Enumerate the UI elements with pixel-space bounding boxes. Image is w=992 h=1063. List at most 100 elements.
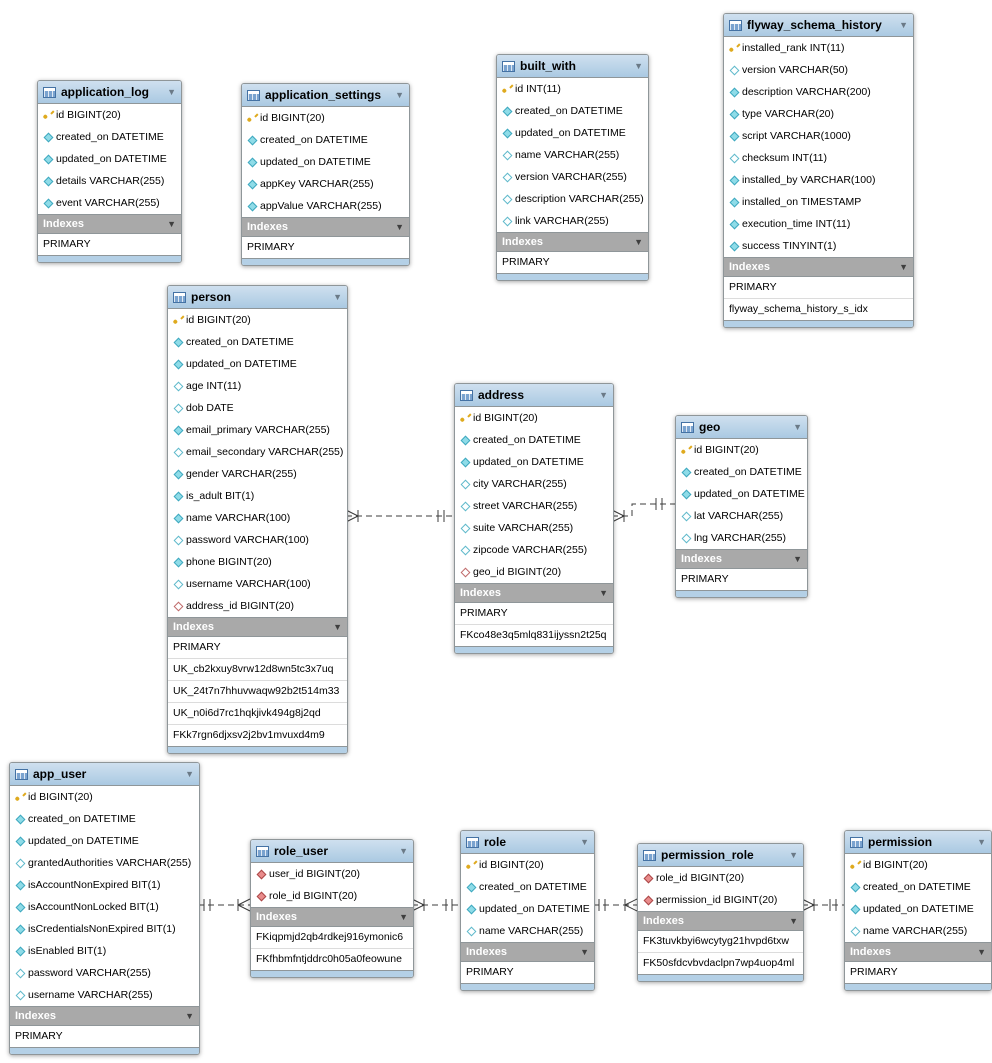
table-application-log[interactable]: application_log▼id BIGINT(20)created_on …: [37, 80, 182, 263]
column-row[interactable]: lat VARCHAR(255): [676, 505, 807, 527]
collapse-caret-icon[interactable]: ▼: [977, 947, 986, 957]
table-header[interactable]: flyway_schema_history▼: [724, 14, 913, 37]
column-row[interactable]: permission_id BIGINT(20): [638, 889, 803, 911]
column-row[interactable]: updated_on DATETIME: [845, 898, 991, 920]
column-row[interactable]: suite VARCHAR(255): [455, 517, 613, 539]
indexes-section-header[interactable]: Indexes▼: [638, 911, 803, 931]
column-row[interactable]: dob DATE: [168, 397, 347, 419]
column-row[interactable]: id BIGINT(20): [168, 309, 347, 331]
table-role-user[interactable]: role_user▼user_id BIGINT(20)role_id BIGI…: [250, 839, 414, 978]
column-row[interactable]: isAccountNonExpired BIT(1): [10, 874, 199, 896]
indexes-section-header[interactable]: Indexes▼: [676, 549, 807, 569]
column-row[interactable]: event VARCHAR(255): [38, 192, 181, 214]
indexes-section-header[interactable]: Indexes▼: [38, 214, 181, 234]
collapse-caret-icon[interactable]: ▼: [599, 390, 608, 400]
index-row[interactable]: FKfhbmfntjddrc0h05a0feowune: [251, 948, 413, 970]
column-row[interactable]: updated_on DATETIME: [10, 830, 199, 852]
index-row[interactable]: PRIMARY: [461, 962, 594, 983]
column-row[interactable]: description VARCHAR(200): [724, 81, 913, 103]
table-header[interactable]: built_with▼: [497, 55, 648, 78]
column-row[interactable]: email_primary VARCHAR(255): [168, 419, 347, 441]
index-row[interactable]: UK_24t7n7hhuvwaqw92b2t514m33: [168, 680, 347, 702]
collapse-caret-icon[interactable]: ▼: [333, 292, 342, 302]
indexes-section-header[interactable]: Indexes▼: [455, 583, 613, 603]
collapse-caret-icon[interactable]: ▼: [599, 588, 608, 598]
column-row[interactable]: created_on DATETIME: [461, 876, 594, 898]
column-row[interactable]: link VARCHAR(255): [497, 210, 648, 232]
collapse-caret-icon[interactable]: ▼: [793, 554, 802, 564]
column-row[interactable]: type VARCHAR(20): [724, 103, 913, 125]
table-header[interactable]: role_user▼: [251, 840, 413, 863]
indexes-section-header[interactable]: Indexes▼: [10, 1006, 199, 1026]
column-row[interactable]: updated_on DATETIME: [455, 451, 613, 473]
index-row[interactable]: FKiqpmjd2qb4rdkej916ymonic6: [251, 927, 413, 948]
column-row[interactable]: version VARCHAR(255): [497, 166, 648, 188]
collapse-caret-icon[interactable]: ▼: [580, 947, 589, 957]
table-header[interactable]: role▼: [461, 831, 594, 854]
column-row[interactable]: updated_on DATETIME: [242, 151, 409, 173]
table-header[interactable]: permission▼: [845, 831, 991, 854]
index-row[interactable]: flyway_schema_history_s_idx: [724, 298, 913, 320]
table-address[interactable]: address▼id BIGINT(20)created_on DATETIME…: [454, 383, 614, 654]
column-row[interactable]: details VARCHAR(255): [38, 170, 181, 192]
collapse-caret-icon[interactable]: ▼: [899, 20, 908, 30]
column-row[interactable]: lng VARCHAR(255): [676, 527, 807, 549]
indexes-section-header[interactable]: Indexes▼: [251, 907, 413, 927]
table-permission[interactable]: permission▼id BIGINT(20)created_on DATET…: [844, 830, 992, 991]
column-row[interactable]: description VARCHAR(255): [497, 188, 648, 210]
collapse-caret-icon[interactable]: ▼: [634, 237, 643, 247]
index-row[interactable]: PRIMARY: [38, 234, 181, 255]
column-row[interactable]: id BIGINT(20): [10, 786, 199, 808]
column-row[interactable]: isCredentialsNonExpired BIT(1): [10, 918, 199, 940]
collapse-caret-icon[interactable]: ▼: [580, 837, 589, 847]
table-permission-role[interactable]: permission_role▼role_id BIGINT(20)permis…: [637, 843, 804, 982]
column-row[interactable]: geo_id BIGINT(20): [455, 561, 613, 583]
index-row[interactable]: PRIMARY: [845, 962, 991, 983]
column-row[interactable]: success TINYINT(1): [724, 235, 913, 257]
column-row[interactable]: password VARCHAR(255): [10, 962, 199, 984]
column-row[interactable]: installed_rank INT(11): [724, 37, 913, 59]
collapse-caret-icon[interactable]: ▼: [399, 846, 408, 856]
column-row[interactable]: appValue VARCHAR(255): [242, 195, 409, 217]
column-row[interactable]: role_id BIGINT(20): [251, 885, 413, 907]
collapse-caret-icon[interactable]: ▼: [395, 90, 404, 100]
column-row[interactable]: created_on DATETIME: [10, 808, 199, 830]
column-row[interactable]: created_on DATETIME: [455, 429, 613, 451]
table-header[interactable]: application_log▼: [38, 81, 181, 104]
column-row[interactable]: address_id BIGINT(20): [168, 595, 347, 617]
column-row[interactable]: updated_on DATETIME: [461, 898, 594, 920]
table-header[interactable]: address▼: [455, 384, 613, 407]
index-row[interactable]: PRIMARY: [10, 1026, 199, 1047]
table-header[interactable]: permission_role▼: [638, 844, 803, 867]
column-row[interactable]: id BIGINT(20): [676, 439, 807, 461]
column-row[interactable]: created_on DATETIME: [38, 126, 181, 148]
column-row[interactable]: created_on DATETIME: [845, 876, 991, 898]
index-row[interactable]: PRIMARY: [497, 252, 648, 273]
column-row[interactable]: checksum INT(11): [724, 147, 913, 169]
column-row[interactable]: appKey VARCHAR(255): [242, 173, 409, 195]
table-application-settings[interactable]: application_settings▼id BIGINT(20)create…: [241, 83, 410, 266]
table-flyway-schema-history[interactable]: flyway_schema_history▼installed_rank INT…: [723, 13, 914, 328]
column-row[interactable]: script VARCHAR(1000): [724, 125, 913, 147]
column-row[interactable]: name VARCHAR(255): [461, 920, 594, 942]
column-row[interactable]: execution_time INT(11): [724, 213, 913, 235]
column-row[interactable]: password VARCHAR(100): [168, 529, 347, 551]
column-row[interactable]: name VARCHAR(100): [168, 507, 347, 529]
index-row[interactable]: FKk7rgn6djxsv2j2bv1mvuxd4m9: [168, 724, 347, 746]
column-row[interactable]: name VARCHAR(255): [497, 144, 648, 166]
column-row[interactable]: user_id BIGINT(20): [251, 863, 413, 885]
column-row[interactable]: username VARCHAR(255): [10, 984, 199, 1006]
table-header[interactable]: application_settings▼: [242, 84, 409, 107]
column-row[interactable]: created_on DATETIME: [168, 331, 347, 353]
column-row[interactable]: role_id BIGINT(20): [638, 867, 803, 889]
index-row[interactable]: FK50sfdcvbvdaclpn7wp4uop4ml: [638, 952, 803, 974]
collapse-caret-icon[interactable]: ▼: [977, 837, 986, 847]
column-row[interactable]: created_on DATETIME: [242, 129, 409, 151]
collapse-caret-icon[interactable]: ▼: [395, 222, 404, 232]
column-row[interactable]: phone BIGINT(20): [168, 551, 347, 573]
collapse-caret-icon[interactable]: ▼: [789, 916, 798, 926]
column-row[interactable]: is_adult BIT(1): [168, 485, 347, 507]
column-row[interactable]: email_secondary VARCHAR(255): [168, 441, 347, 463]
